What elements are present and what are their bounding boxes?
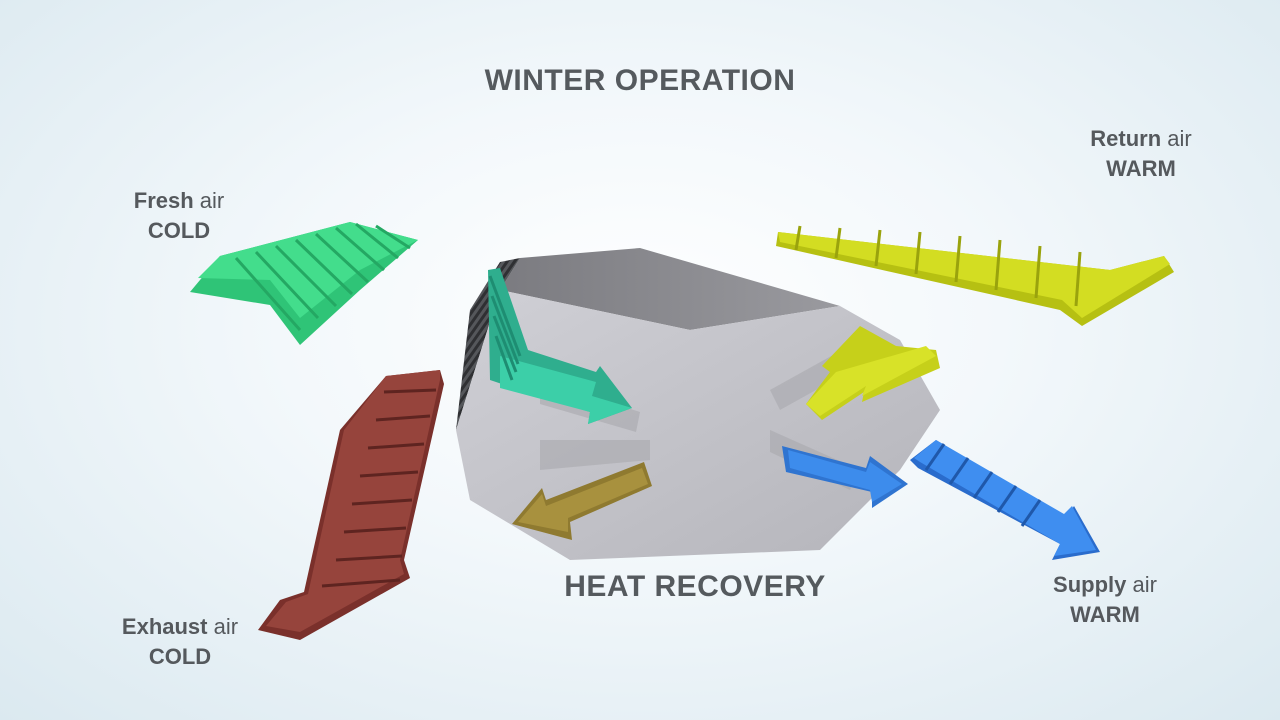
exhaust-air-arrow — [258, 370, 444, 640]
return-air-suffix: air — [1167, 126, 1192, 151]
supply-air-temperature: WARM — [1070, 602, 1140, 627]
heat-recovery-label: HEAT RECOVERY — [564, 570, 826, 603]
return-air-label: Return air WARM — [1076, 124, 1206, 184]
unit-top-face — [500, 248, 840, 330]
exhaust-air-label: Exhaust air COLD — [110, 612, 250, 672]
fresh-air-name: Fresh — [133, 188, 194, 213]
ghost-arrow-2 — [540, 440, 650, 470]
supply-air-label: Supply air WARM — [1040, 570, 1170, 630]
supply-air-suffix: air — [1132, 572, 1157, 597]
exhaust-air-inner-arrow — [512, 462, 652, 540]
return-air-name: Return — [1090, 126, 1162, 151]
return-air-temperature: WARM — [1106, 156, 1176, 181]
exhaust-air-temperature: COLD — [148, 644, 212, 669]
unit-fin-face — [456, 258, 520, 430]
supply-air-arrow — [910, 440, 1100, 560]
return-air-arrow — [776, 225, 1174, 326]
exhaust-air-name: Exhaust — [121, 614, 208, 639]
fresh-air-suffix: air — [199, 188, 225, 213]
fresh-air-label: Fresh air COLD — [124, 186, 234, 246]
fresh-air-arrow — [190, 222, 418, 345]
return-air-inner-arrow — [806, 326, 940, 420]
diagram-title: WINTER OPERATION — [484, 64, 796, 97]
fresh-air-temperature: COLD — [147, 218, 211, 243]
fresh-air-inner-arrow — [488, 268, 632, 424]
supply-air-name: Supply — [1053, 572, 1127, 597]
supply-air-inner-arrow — [782, 446, 908, 508]
exhaust-air-suffix: air — [213, 614, 239, 639]
